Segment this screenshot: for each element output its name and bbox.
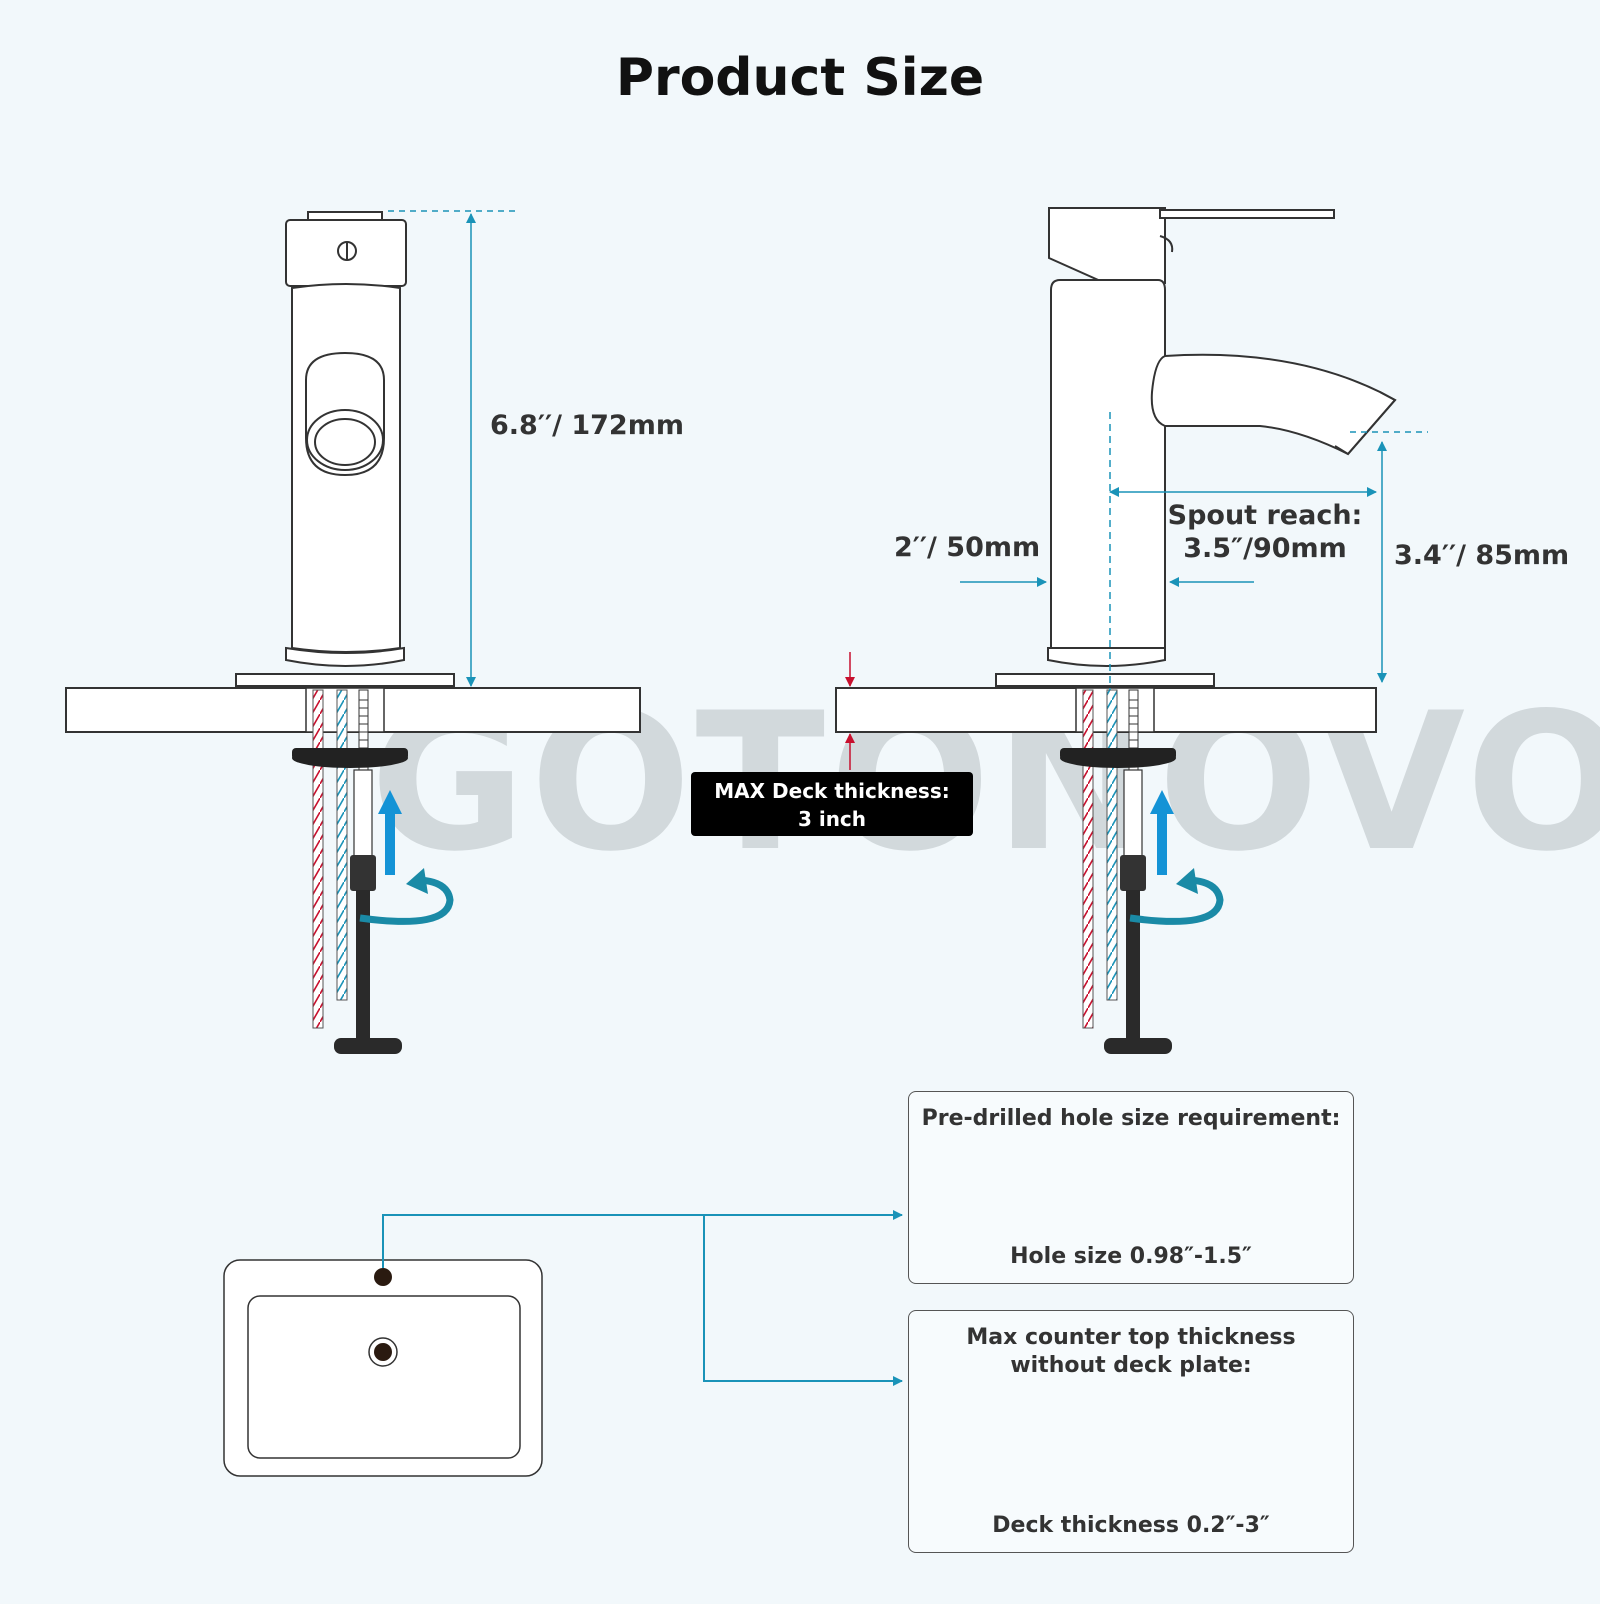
base-width-label: 2′′/ 50mm — [894, 532, 1041, 563]
hole-size-heading: Pre-drilled hole size requirement: — [921, 1106, 1341, 1131]
faucet-side-view — [835, 207, 1397, 733]
deck-plate — [235, 673, 455, 687]
thickness-caption: Deck thickness 0.2″-3″ — [992, 1513, 1270, 1538]
rotate-arrow-icon — [359, 876, 454, 925]
height-label: 6.8′′/ 172mm — [490, 410, 684, 441]
faucet-hole — [374, 1268, 392, 1286]
spout-height-label: 3.4′′/ 85mm — [1394, 540, 1570, 571]
hot-water-hose — [312, 689, 324, 1029]
mounting-wrench — [356, 890, 370, 1050]
side-dimension-lines — [845, 412, 1428, 770]
deck-thickness-callout: Max counter top thickness without deck p… — [908, 1310, 1354, 1553]
cold-water-hose — [336, 689, 348, 1001]
side-body — [1050, 279, 1166, 649]
left-mounting-hardware — [292, 687, 454, 1054]
right-mounting-hardware — [1060, 687, 1224, 1054]
rotate-arrow-icon-right — [1129, 876, 1224, 925]
callout-connectors — [382, 1210, 903, 1386]
spout-reach-heading: Spout reach: — [1167, 500, 1363, 531]
drain-hole — [374, 1343, 392, 1361]
page-title: Product Size — [615, 48, 985, 108]
up-arrow-icon-right — [1150, 790, 1174, 814]
hole-size-caption: Hole size 0.98″-1.5″ — [1010, 1244, 1252, 1269]
sink-top-view — [223, 1259, 543, 1477]
thickness-heading-1: Max counter top thickness — [966, 1325, 1296, 1350]
up-arrow-icon — [378, 790, 402, 814]
height-dimension-line — [388, 210, 515, 687]
spout-reach-value: 3.5″/90mm — [1183, 533, 1347, 564]
spout — [1150, 353, 1397, 456]
lever-handle — [1048, 207, 1166, 284]
faucet-front-view — [65, 211, 641, 733]
hole-size-callout: Pre-drilled hole size requirement: Hole … — [908, 1091, 1354, 1284]
max-deck-thickness-badge: MAX Deck thickness: 3 inch — [691, 772, 973, 836]
thickness-heading-2: without deck plate: — [1010, 1353, 1252, 1378]
badge-line-2: 3 inch — [797, 807, 867, 831]
badge-line-1: MAX Deck thickness: — [714, 779, 950, 803]
